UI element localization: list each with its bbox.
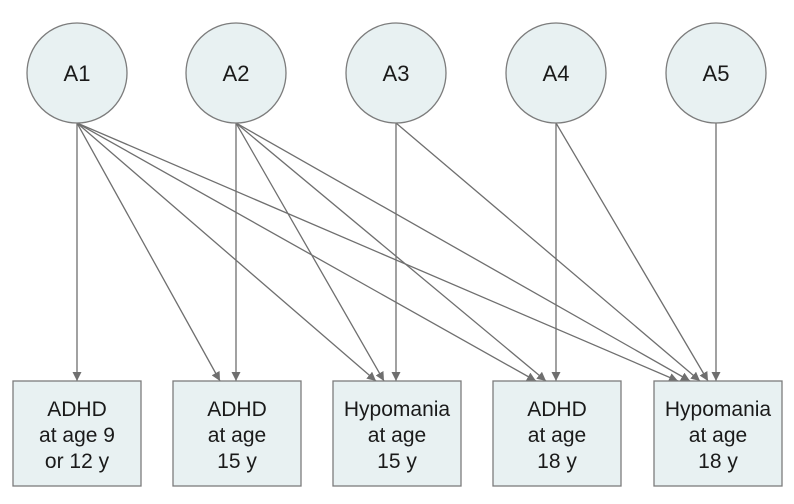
edge-a2-to-hypomania-18 xyxy=(235,122,691,382)
edge-a4-to-hypomania-18 xyxy=(555,122,709,382)
latent-node-circle xyxy=(505,22,607,124)
outcome-node-hypomania-18: Hypomania at age 18 y xyxy=(653,380,783,487)
outcome-node-label-line: Hypomania xyxy=(344,398,451,421)
arrow-line xyxy=(395,122,701,382)
outcome-node-label-line: or 12 y xyxy=(45,450,110,473)
outcome-node-label-line: at age xyxy=(208,424,266,447)
arrow-line xyxy=(76,122,377,382)
outcome-node-label-line: ADHD xyxy=(527,398,587,421)
outcome-node-box xyxy=(492,380,622,487)
latent-node-a4: A4 xyxy=(505,22,607,124)
arrow-line xyxy=(555,122,709,382)
edge-a1-to-adhd-15 xyxy=(76,122,221,382)
latent-node-label: A4 xyxy=(543,61,570,86)
outcome-node-label-line: ADHD xyxy=(207,398,267,421)
outcome-node-label-line: Hypomania xyxy=(665,398,772,421)
latent-node-label: A1 xyxy=(64,61,91,86)
arrow-line xyxy=(235,122,547,382)
latent-node-label: A5 xyxy=(703,61,730,86)
outcome-node-box xyxy=(12,380,142,487)
outcome-node-hypomania-15: Hypomania at age 15 y xyxy=(332,380,462,487)
outcome-node-label-line: ADHD xyxy=(47,398,107,421)
outcome-node-adhd-15: ADHD at age 15 y xyxy=(172,380,302,487)
outcome-node-box xyxy=(653,380,783,487)
outcome-node-label-line: at age 9 xyxy=(39,424,115,447)
latent-node-layer: A1 A2 A3 A4 A5 xyxy=(26,22,767,124)
edge-a2-to-adhd-18 xyxy=(235,122,547,382)
latent-node-a5: A5 xyxy=(665,22,767,124)
latent-node-circle xyxy=(665,22,767,124)
edge-a1-to-hypomania-18 xyxy=(76,122,679,382)
latent-node-circle xyxy=(345,22,447,124)
latent-node-label: A2 xyxy=(223,61,250,86)
outcome-node-label-line: 15 y xyxy=(217,450,257,473)
latent-node-circle xyxy=(26,22,128,124)
arrow-line xyxy=(76,122,679,382)
edge-a1-to-adhd-18 xyxy=(76,122,537,382)
edge-a1-to-hypomania-15 xyxy=(76,122,377,382)
latent-node-circle xyxy=(185,22,287,124)
latent-node-a3: A3 xyxy=(345,22,447,124)
latent-node-label: A3 xyxy=(383,61,410,86)
outcome-node-label-line: at age xyxy=(528,424,586,447)
edge-a3-to-hypomania-18 xyxy=(395,122,701,382)
outcome-node-box xyxy=(172,380,302,487)
edge-layer xyxy=(72,122,721,382)
outcome-node-label-line: 18 y xyxy=(698,450,738,473)
outcome-node-box xyxy=(332,380,462,487)
outcome-node-label-line: at age xyxy=(689,424,747,447)
outcome-node-label-line: 15 y xyxy=(377,450,417,473)
arrow-line xyxy=(235,122,691,382)
outcome-node-label-line: 18 y xyxy=(537,450,577,473)
latent-node-a1: A1 xyxy=(26,22,128,124)
latent-node-a2: A2 xyxy=(185,22,287,124)
outcome-node-label-line: at age xyxy=(368,424,426,447)
arrow-line xyxy=(76,122,221,382)
arrow-line xyxy=(76,122,537,382)
outcome-node-adhd-18: ADHD at age 18 y xyxy=(492,380,622,487)
arrow-line xyxy=(235,122,385,382)
edge-a2-to-hypomania-15 xyxy=(235,122,385,382)
outcome-node-adhd-9-12: ADHD at age 9 or 12 y xyxy=(12,380,142,487)
